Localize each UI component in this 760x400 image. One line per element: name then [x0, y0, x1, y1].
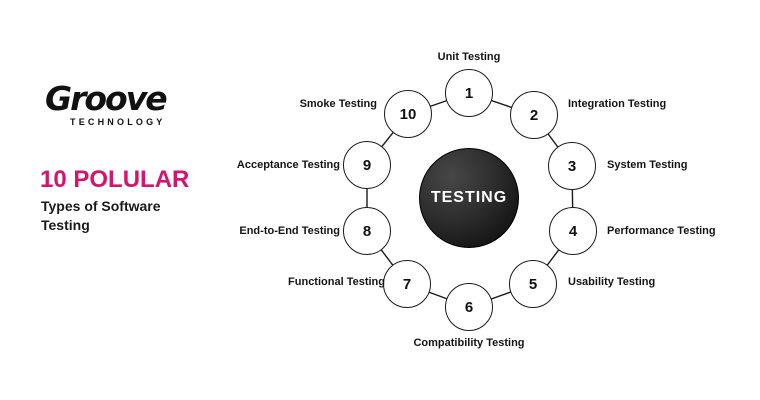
- node-circle-5: 5: [509, 260, 557, 308]
- label-unit-testing: Unit Testing: [437, 51, 501, 63]
- label-smoke-testing: Smoke Testing: [299, 98, 377, 110]
- node-number: 3: [567, 157, 577, 175]
- node-number: 4: [568, 222, 578, 240]
- node-number: 2: [529, 106, 539, 124]
- label-usability-testing: Usability Testing: [568, 276, 656, 288]
- node-number: 1: [464, 84, 474, 102]
- label-end-to-end-testing: End-to-End Testing: [239, 225, 340, 237]
- node-circle-3: 3: [548, 142, 596, 190]
- node-circle-10: 10: [384, 90, 432, 138]
- node-circle-1: 1: [445, 69, 493, 117]
- page-subtitle: Types of Software Testing: [41, 198, 161, 233]
- label-integration-testing: Integration Testing: [568, 98, 667, 110]
- logo-subtitle: TECHNOLOGY: [70, 117, 166, 127]
- node-circle-2: 2: [510, 91, 558, 139]
- label-acceptance-testing: Acceptance Testing: [236, 159, 340, 171]
- label-functional-testing: Functional Testing: [288, 276, 385, 288]
- node-circle-9: 9: [343, 141, 391, 189]
- node-number: 5: [528, 275, 538, 293]
- label-performance-testing: Performance Testing: [607, 225, 716, 237]
- node-number: 9: [362, 156, 372, 174]
- node-number: 6: [464, 298, 474, 316]
- center-label: TESTING: [430, 189, 508, 206]
- label-system-testing: System Testing: [607, 159, 688, 171]
- node-circle-4: 4: [549, 207, 597, 255]
- logo-wordmark: Groove: [45, 79, 168, 118]
- page-title: 10 POLULAR: [40, 166, 190, 193]
- groove-logo: Groove TECHNOLOGY: [45, 79, 168, 127]
- node-circle-8: 8: [343, 207, 391, 255]
- node-number: 10: [399, 105, 417, 123]
- node-circle-7: 7: [383, 260, 431, 308]
- label-compatibility-testing: Compatibility Testing: [413, 337, 525, 349]
- node-number: 8: [362, 222, 372, 240]
- center-testing-circle: TESTING: [419, 148, 519, 248]
- node-circle-6: 6: [445, 283, 493, 331]
- node-number: 7: [402, 275, 412, 293]
